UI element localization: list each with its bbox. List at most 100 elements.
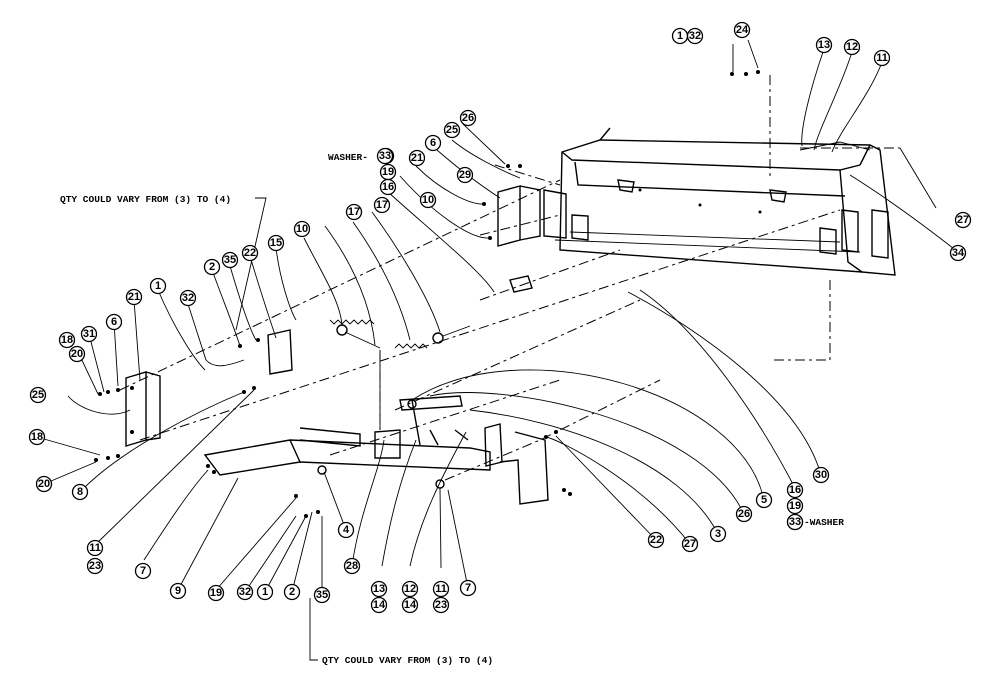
callout-number: 17: [376, 199, 388, 211]
callout-number: 32: [689, 30, 701, 42]
qty-note-top: QTY COULD VARY FROM (3) TO (4): [60, 194, 267, 331]
callout-number: 15: [270, 237, 282, 249]
callout-bubble: 19: [379, 163, 397, 181]
callout-bubble: 11: [86, 539, 104, 557]
callout-number: 9: [175, 585, 181, 597]
callout-bubble: 27: [954, 211, 972, 229]
callout-number: 5: [761, 494, 767, 506]
lower-axle-assembly: [203, 329, 549, 505]
callout-bubble: 4: [337, 521, 355, 539]
callout-number: 28: [346, 560, 358, 572]
callout-number: 20: [38, 478, 50, 490]
washer-note-bottom-text: -WASHER: [804, 517, 844, 528]
callout-bubble: 18: [58, 331, 76, 349]
callout-number: 23: [435, 599, 447, 611]
callout-number: 10: [296, 223, 308, 235]
callout-bubble: 23: [86, 557, 104, 575]
qty-note-bottom: QTY COULD VARY FROM (3) TO (4): [309, 640, 493, 666]
callout-bubble: 12: [401, 580, 419, 598]
callout-number: 22: [650, 534, 662, 546]
callout-number: 13: [818, 39, 830, 51]
callout-number: 13: [373, 583, 385, 595]
callout-bubble: 7: [134, 562, 152, 580]
callout-bubble: 21: [125, 288, 143, 306]
callout-bubble: 30: [812, 466, 830, 484]
callout-number: 11: [435, 583, 447, 595]
callout-bubble: 32: [179, 289, 197, 307]
callout-bubble: 25: [443, 121, 461, 139]
callout-number: 22: [244, 247, 256, 259]
callout-bubble: 13: [370, 580, 388, 598]
callout-bubble: 31: [80, 325, 98, 343]
callout-bubble: 14: [401, 596, 419, 614]
callout-number: 16: [382, 181, 394, 193]
callout-number: 12: [846, 41, 858, 53]
callout-bubble: 17: [373, 196, 391, 214]
qty-note-bottom-text: QTY COULD VARY FROM (3) TO (4): [322, 655, 493, 666]
callout-number: 21: [411, 152, 423, 164]
callout-bubble: 28: [343, 557, 361, 575]
callout-number: 1: [155, 280, 161, 292]
callout-bubble: 24: [733, 21, 751, 39]
callout-number: 10: [422, 194, 434, 206]
callout-number: 3: [715, 528, 721, 540]
callout-number: 20: [71, 348, 83, 360]
callout-number: 21: [128, 291, 140, 303]
callout-number: 27: [957, 214, 969, 226]
callout-bubble: 1: [256, 583, 274, 601]
callout-number: 18: [31, 431, 43, 443]
callout-bubble: 10: [293, 220, 311, 238]
callout-number: 4: [343, 524, 350, 536]
callout-bubble: 6: [424, 134, 442, 152]
callout-number: 14: [404, 599, 417, 611]
callout-bubble: 11: [432, 580, 450, 598]
callout-number: 33: [379, 150, 391, 162]
callout-number: 14: [373, 599, 386, 611]
washer-note-top-text: WASHER-: [328, 152, 368, 163]
callout-bubble: 26: [459, 109, 477, 127]
callout-number: 32: [239, 586, 251, 598]
callout-bubble: 8: [71, 483, 89, 501]
callout-number: 2: [289, 586, 295, 598]
callout-bubble: 34: [949, 244, 967, 262]
callout-bubble: 32: [236, 583, 254, 601]
callout-number: 8: [77, 486, 83, 498]
hardware: [94, 70, 760, 518]
callout-bubble: 33: [786, 513, 804, 531]
callout-number: 7: [465, 582, 471, 594]
callout-number: 26: [462, 112, 474, 124]
callout-bubble: 2: [283, 583, 301, 601]
callout-number: 24: [736, 24, 749, 36]
callout-number: 33: [789, 516, 801, 528]
qty-note-top-text: QTY COULD VARY FROM (3) TO (4): [60, 194, 231, 205]
callout-bubble: 20: [35, 475, 53, 493]
callout-number: 25: [446, 124, 458, 136]
springs: [329, 319, 471, 430]
callout-bubble: 9: [169, 582, 187, 600]
callout-bubble: 7: [459, 579, 477, 597]
callout-number: 31: [83, 328, 95, 340]
callout-number: 25: [32, 389, 44, 401]
callout-number: 19: [789, 500, 801, 512]
callout-bubble: 5: [755, 491, 773, 509]
leader-lines: [36, 39, 959, 640]
callout-bubble: 14: [370, 596, 388, 614]
callout-number: 1: [262, 586, 268, 598]
callout-bubble: 16: [786, 481, 804, 499]
callout-bubble: 21: [408, 149, 426, 167]
callout-bubble: 18: [28, 428, 46, 446]
callout-bubble: 27: [681, 535, 699, 553]
callout-bubble: 32: [686, 27, 704, 45]
callout-bubble: 19: [207, 584, 225, 602]
callout-bubble: 19: [786, 497, 804, 515]
callout-bubble: 1: [149, 277, 167, 295]
callout-bubble: 25: [29, 386, 47, 404]
callout-number: 23: [89, 560, 101, 572]
callout-bubble: 22: [241, 244, 259, 262]
callout-bubble: 1: [671, 27, 689, 45]
alignment-lines: [119, 75, 900, 481]
callout-number: 34: [952, 247, 965, 259]
callout-bubble: 11: [873, 49, 891, 67]
